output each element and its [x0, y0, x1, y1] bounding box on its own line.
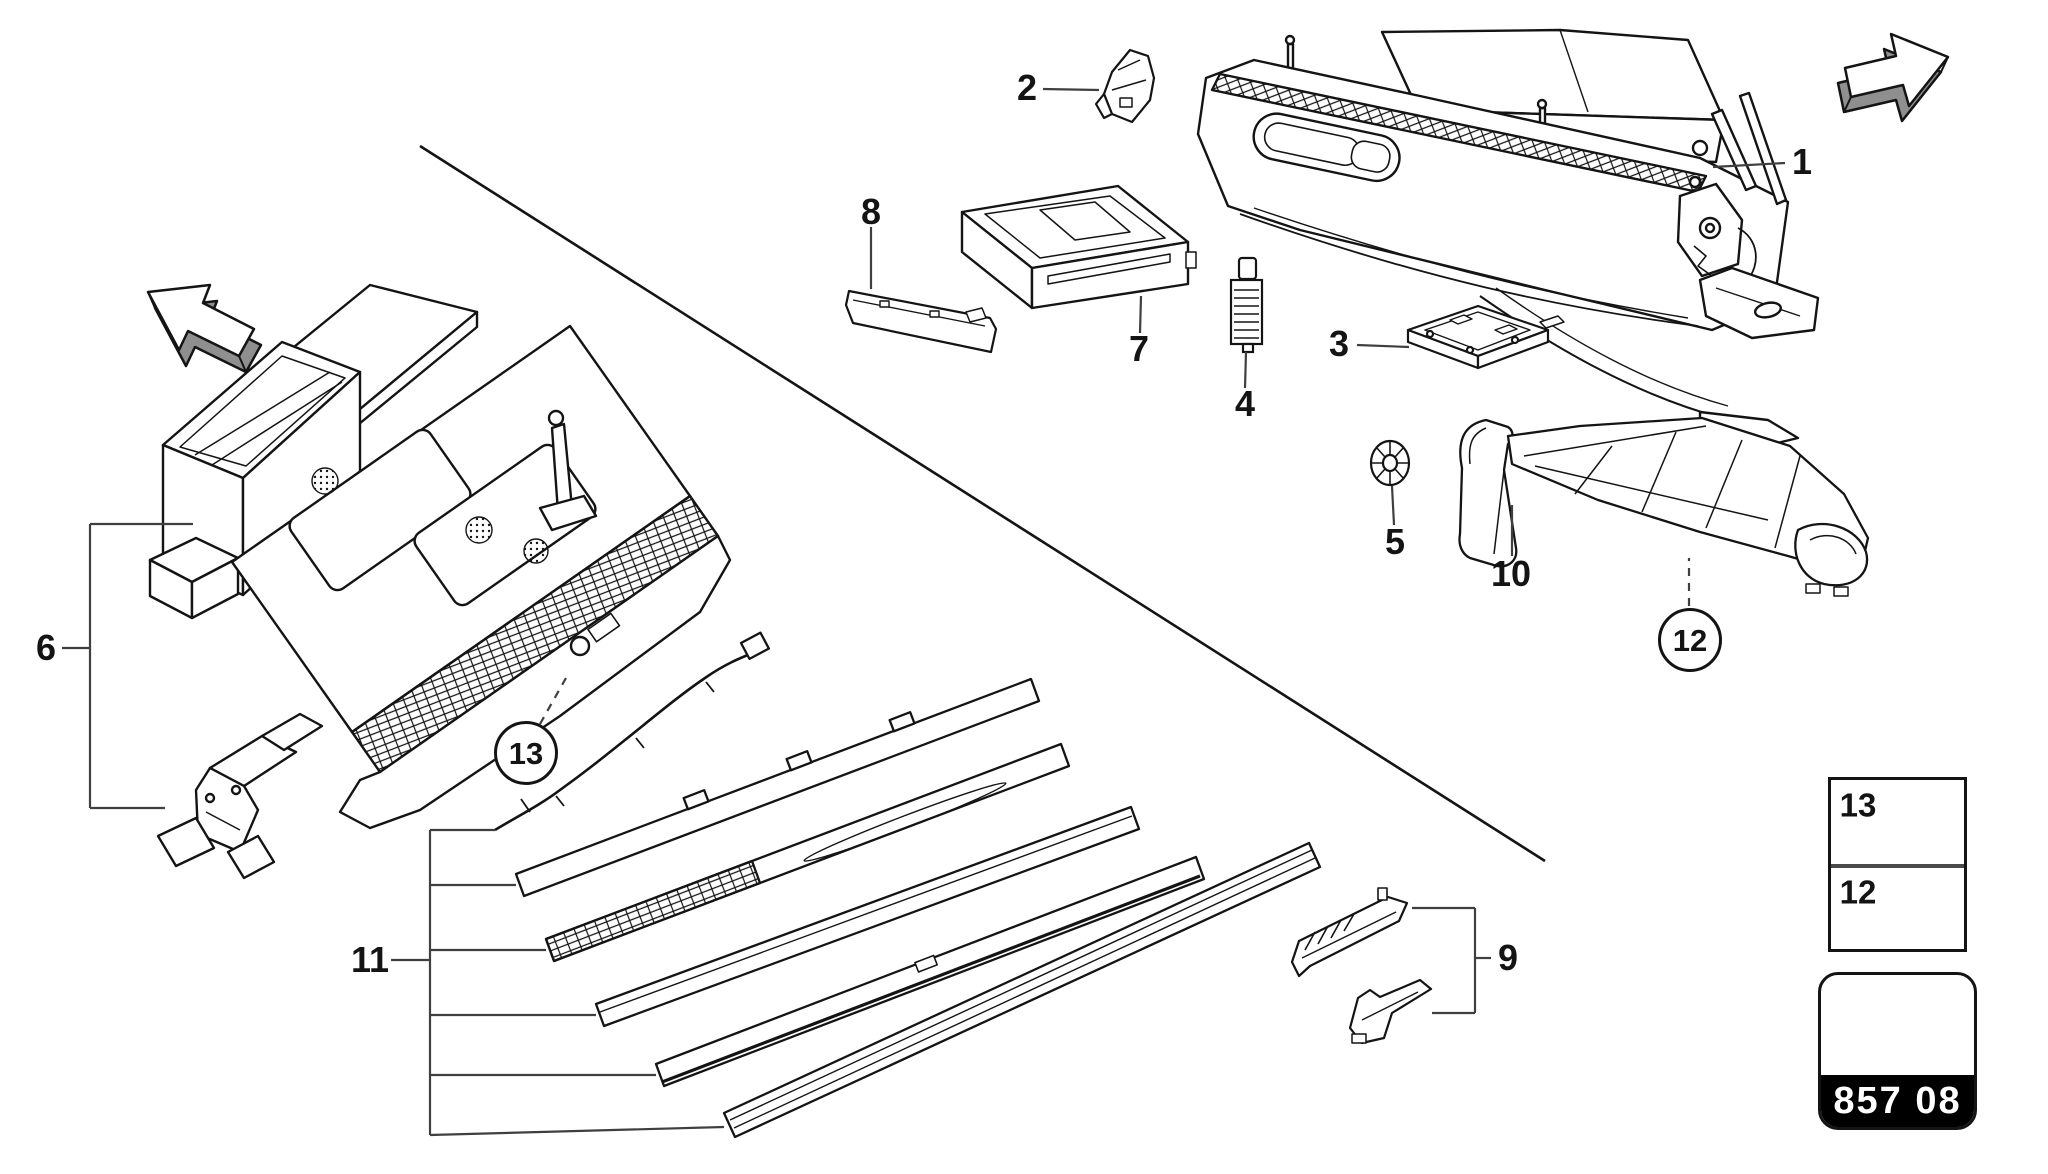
- trim-strips-part11-drawing: [494, 631, 1322, 1139]
- grommet-wheel-part5-drawing: [1369, 439, 1411, 487]
- circled-callout-12: 12: [1658, 608, 1722, 672]
- clip-part-drawing: [1094, 48, 1156, 124]
- callout-3: 3: [1328, 323, 1350, 364]
- cd-changer-drawing: [960, 184, 1197, 310]
- fastener-legend: [1828, 777, 1967, 952]
- legend-divider: [1831, 864, 1964, 868]
- leader-lines: [62, 87, 1786, 1137]
- callout-11: 11: [350, 939, 390, 980]
- bracket-part8-drawing: [844, 289, 998, 354]
- callout-6: 6: [35, 627, 57, 668]
- callout-8: 8: [860, 191, 882, 232]
- callout-9: 9: [1497, 937, 1519, 978]
- callout-4: 4: [1234, 383, 1256, 424]
- callout-2: 2: [1016, 67, 1038, 108]
- glovebox-assembly-drawing: [1196, 28, 1820, 454]
- ribbed-strip-part4-drawing: [1229, 256, 1264, 354]
- legend-ref-13: 13: [1839, 786, 1877, 824]
- callout-10: 10: [1490, 553, 1532, 594]
- circled-callout-13-number: 13: [508, 735, 544, 771]
- arrow-right-3d-icon[interactable]: [1836, 32, 1950, 123]
- page-code-band: 857 08: [1821, 1075, 1974, 1127]
- legend-ref-12: 12: [1839, 873, 1877, 911]
- hinge-parts9-drawing: [1290, 887, 1433, 1045]
- duct-bracket-part10-drawing: [1458, 416, 1870, 597]
- circled-callout-12-number: 12: [1672, 622, 1708, 658]
- glovebox-drawer-drawing: [156, 324, 732, 880]
- control-module-part3-drawing: [1406, 304, 1565, 370]
- arrow-left-3d-icon[interactable]: [146, 283, 263, 374]
- circled-callout-13: 13: [494, 721, 558, 785]
- callout-1: 1: [1791, 141, 1813, 182]
- callout-7: 7: [1128, 328, 1150, 369]
- callout-5: 5: [1384, 521, 1406, 562]
- page-code-text: 857 08: [1833, 1079, 1962, 1122]
- page-code-badge: 857 08: [1818, 972, 1977, 1130]
- section-divider-line: [419, 144, 1546, 863]
